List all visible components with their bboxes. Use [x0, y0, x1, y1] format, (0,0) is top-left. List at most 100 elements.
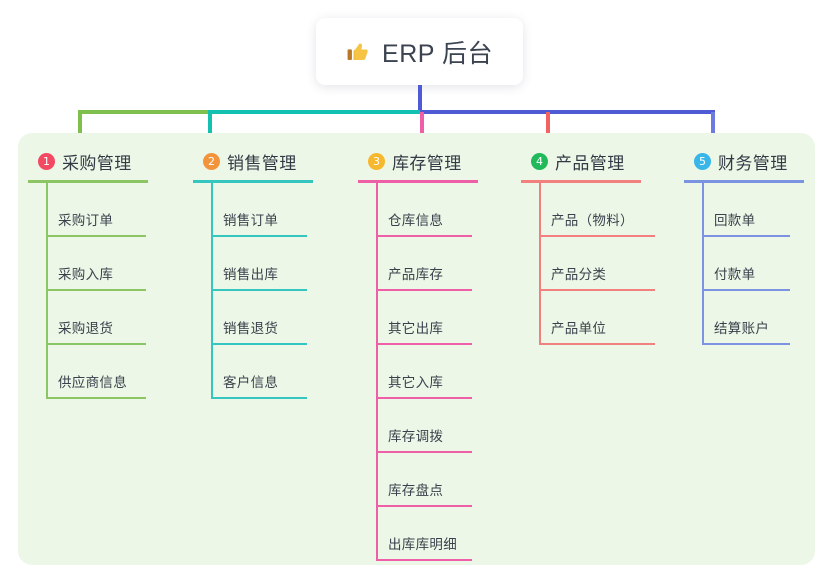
badge-number-icon: 2 [203, 152, 220, 170]
column-spine [211, 183, 213, 399]
menu-item-underline [376, 505, 472, 507]
menu-item-underline [211, 289, 307, 291]
menu-item[interactable]: 产品库存 [358, 237, 478, 291]
menu-item[interactable]: 结算账户 [684, 291, 804, 345]
menu-item-label: 出库库明细 [388, 537, 457, 552]
menu-item[interactable]: 出库库明细 [358, 507, 478, 561]
menu-item[interactable]: 采购订单 [28, 183, 148, 237]
column-title: 采购管理 [62, 153, 132, 173]
menu-item-underline [211, 343, 307, 345]
menu-item-label: 其它出库 [388, 321, 444, 336]
menu-item[interactable]: 付款单 [684, 237, 804, 291]
connector-drop-purchasing [78, 112, 82, 142]
menu-item[interactable]: 销售订单 [193, 183, 313, 237]
menu-item[interactable]: 回款单 [684, 183, 804, 237]
column-underline [521, 180, 641, 183]
menu-item-underline [539, 289, 655, 291]
column-underline [358, 180, 478, 183]
menu-item[interactable]: 采购退货 [28, 291, 148, 345]
badge-number-icon: 4 [531, 152, 548, 170]
menu-item-label: 销售订单 [223, 213, 279, 228]
menu-item-label: 销售出库 [223, 267, 279, 282]
column-items: 产品（物料） 产品分类产品单位 [521, 183, 655, 345]
menu-item-label: 产品分类 [551, 267, 607, 282]
menu-item[interactable]: 销售退货 [193, 291, 313, 345]
menu-item-label: 供应商信息 [58, 375, 127, 390]
column-spine [539, 183, 541, 345]
column-header-inventory[interactable]: 3 库存管理 [358, 147, 478, 175]
column-header-finance[interactable]: 5 财务管理 [684, 147, 804, 175]
menu-item-underline [376, 289, 472, 291]
thumbs-up-icon [346, 39, 371, 64]
badge-number-icon: 3 [368, 152, 385, 170]
column-title: 产品管理 [555, 153, 625, 173]
menu-item-underline [376, 559, 472, 561]
menu-item-label: 其它入库 [388, 375, 444, 390]
menu-item-underline [376, 397, 472, 399]
menu-item[interactable]: 仓库信息 [358, 183, 478, 237]
column-header-product[interactable]: 4 产品管理 [521, 147, 641, 175]
column-spine [46, 183, 48, 399]
menu-item[interactable]: 库存盘点 [358, 453, 478, 507]
connector-drop-product [546, 112, 550, 142]
badge-number-icon: 5 [694, 152, 711, 170]
connector-drop-finance [711, 112, 715, 142]
menu-item-label: 产品（物料） [551, 213, 634, 228]
column-title: 销售管理 [227, 153, 297, 173]
menu-item-label: 采购入库 [58, 267, 114, 282]
column-items: 销售订单销售出库销售退货客户信息 [193, 183, 313, 399]
menu-item-underline [376, 343, 472, 345]
trunk-connector [418, 85, 422, 114]
menu-item-label: 客户信息 [223, 375, 279, 390]
menu-item[interactable]: 销售出库 [193, 237, 313, 291]
menu-item-label: 结算账户 [714, 321, 770, 336]
connector-green-segment [78, 110, 208, 114]
menu-item[interactable]: 其它入库 [358, 345, 478, 399]
menu-item-label: 采购退货 [58, 321, 114, 336]
column-sales: 2 销售管理销售订单销售出库销售退货客户信息 [193, 147, 313, 399]
column-inventory: 3 库存管理仓库信息产品库存其它出库其它入库库存调拨库存盘点出库库明细 [358, 147, 478, 561]
menu-item-label: 销售退货 [223, 321, 279, 336]
menu-item-label: 库存盘点 [388, 483, 444, 498]
menu-item-underline [211, 235, 307, 237]
column-header-sales[interactable]: 2 销售管理 [193, 147, 313, 175]
menu-item-label: 回款单 [714, 213, 756, 228]
connector-drop-sales [208, 112, 212, 142]
menu-item-underline [702, 235, 790, 237]
column-spine [702, 183, 704, 345]
menu-item[interactable]: 产品（物料） [521, 183, 655, 237]
menu-item[interactable]: 产品分类 [521, 237, 655, 291]
column-items: 仓库信息产品库存其它出库其它入库库存调拨库存盘点出库库明细 [358, 183, 478, 561]
menu-item[interactable]: 产品单位 [521, 291, 655, 345]
menu-item-label: 付款单 [714, 267, 756, 282]
column-spine [376, 183, 378, 561]
menu-item-underline [702, 343, 790, 345]
menu-item-underline [46, 397, 146, 399]
menu-item-underline [46, 343, 146, 345]
page-title: ERP 后台 [382, 39, 493, 68]
column-title: 库存管理 [392, 153, 462, 173]
menu-item[interactable]: 供应商信息 [28, 345, 148, 399]
menu-item[interactable]: 库存调拨 [358, 399, 478, 453]
column-underline [28, 180, 148, 183]
menu-item[interactable]: 客户信息 [193, 345, 313, 399]
menu-item-underline [539, 343, 655, 345]
menu-item-underline [46, 235, 146, 237]
menu-item[interactable]: 采购入库 [28, 237, 148, 291]
column-underline [193, 180, 313, 183]
connector-teal-segment [208, 110, 420, 114]
column-title: 财务管理 [718, 153, 788, 173]
menu-item-underline [376, 451, 472, 453]
menu-item-underline [702, 289, 790, 291]
menu-item-underline [46, 289, 146, 291]
menu-item-label: 库存调拨 [388, 429, 444, 444]
connector-drop-inventory [420, 112, 424, 142]
menu-item-underline [376, 235, 472, 237]
menu-item[interactable]: 其它出库 [358, 291, 478, 345]
column-items: 回款单付款单结算账户 [684, 183, 804, 345]
title-card: ERP 后台 [316, 18, 523, 85]
menu-item-label: 采购订单 [58, 213, 114, 228]
